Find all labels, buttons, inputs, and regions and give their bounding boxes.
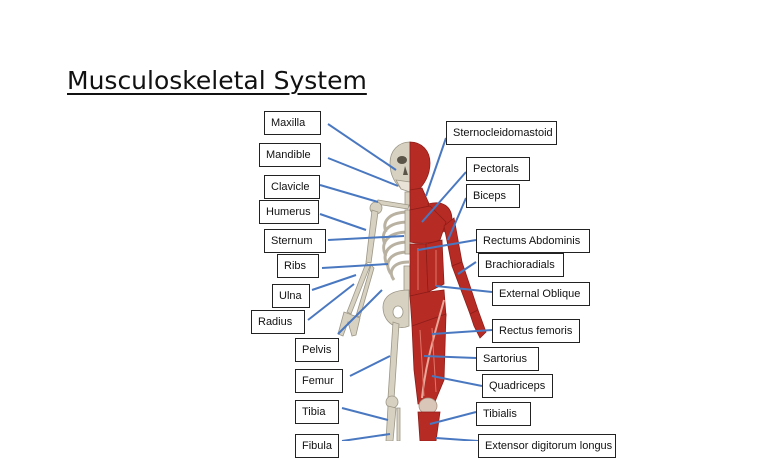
label-rectus-abdominis: Rectums Abdominis — [476, 229, 590, 253]
leader-fibula — [341, 433, 391, 441]
label-sartorius: Sartorius — [476, 347, 539, 371]
leader-lines — [307, 123, 493, 441]
label-radius: Radius — [251, 310, 305, 334]
leader-sternocleidomastoid — [425, 137, 447, 197]
leader-pelvis — [337, 289, 383, 335]
leader-sartorius — [423, 355, 477, 359]
label-mandible: Mandible — [259, 143, 321, 167]
label-fibula: Fibula — [295, 434, 339, 458]
leader-pectorals — [421, 171, 467, 223]
label-pectorals: Pectorals — [466, 157, 530, 181]
skeleton-half — [337, 141, 411, 441]
label-ribs: Ribs — [277, 254, 319, 278]
leader-biceps — [447, 197, 467, 241]
leader-external-oblique — [435, 285, 493, 293]
label-extensor-digitorum: Extensor digitorum longus — [478, 434, 616, 458]
leader-sternum — [327, 235, 405, 241]
anatomy-diagram — [307, 123, 493, 441]
leader-ribs — [321, 263, 389, 269]
leader-maxilla — [327, 123, 397, 171]
label-pelvis: Pelvis — [295, 338, 339, 362]
label-external-oblique: External Oblique — [492, 282, 590, 306]
label-tibia: Tibia — [295, 400, 339, 424]
leader-femur — [349, 355, 391, 377]
label-brachioradialis: Brachioradials — [478, 253, 564, 277]
leader-rectus-femoris — [431, 329, 493, 335]
leader-ulna — [311, 274, 357, 291]
leader-humerus — [319, 213, 367, 231]
label-clavicle: Clavicle — [264, 175, 320, 199]
label-humerus: Humerus — [259, 200, 319, 224]
leader-rectus-abdominis — [417, 239, 477, 251]
label-rectus-femoris: Rectus femoris — [492, 319, 580, 343]
muscle-half — [409, 141, 487, 441]
leader-brachioradialis — [457, 261, 477, 275]
label-sternum: Sternum — [264, 229, 326, 253]
label-tibialis: Tibialis — [476, 402, 531, 426]
label-femur: Femur — [295, 369, 343, 393]
label-biceps: Biceps — [466, 184, 520, 208]
leader-mandible — [327, 157, 399, 187]
leader-clavicle — [319, 184, 379, 203]
label-ulna: Ulna — [272, 284, 310, 308]
label-maxilla: Maxilla — [264, 111, 321, 135]
leader-tibia — [341, 407, 389, 421]
leader-quadriceps — [431, 375, 483, 387]
label-sternocleidomastoid: Sternocleidomastoid — [446, 121, 557, 145]
slide-title: Musculoskeletal System — [67, 66, 367, 95]
leader-tibialis — [429, 411, 477, 425]
label-quadriceps: Quadriceps — [482, 374, 553, 398]
leader-radius — [307, 283, 355, 321]
